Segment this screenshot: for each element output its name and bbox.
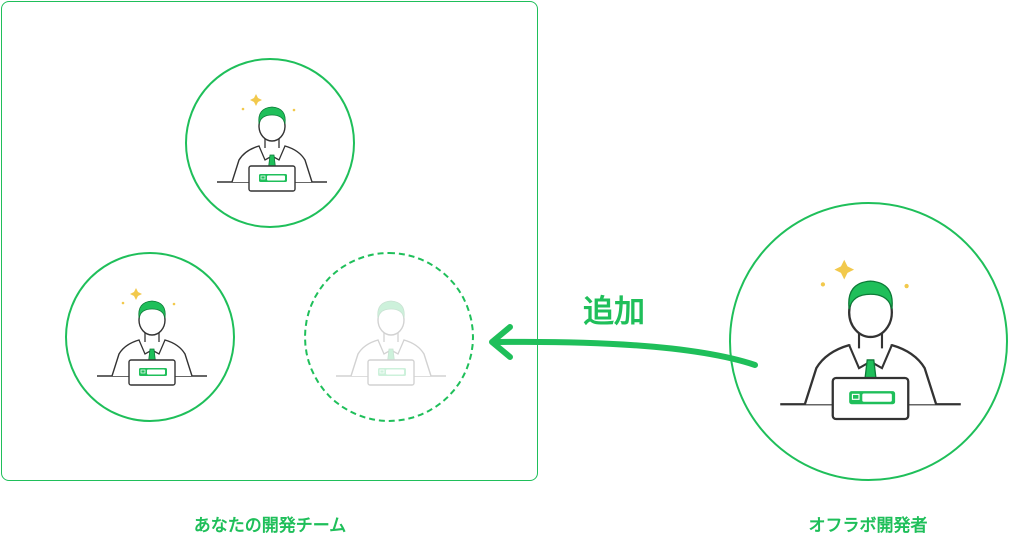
offlabo-developer-circle [729, 202, 1008, 481]
add-label: 追加 [583, 294, 645, 330]
developer-illustration [67, 254, 235, 422]
placeholder-developer-illustration [306, 254, 474, 422]
empty-member-slot [304, 252, 474, 422]
team-member-circle-left [65, 252, 235, 422]
developer-label: オフラボ開発者 [808, 516, 928, 536]
developer-illustration [187, 60, 355, 228]
team-member-circle-top [185, 58, 355, 228]
developer-illustration [731, 204, 1008, 481]
team-label: あなたの開発チーム [193, 516, 347, 536]
add-arrow [489, 324, 758, 368]
team-container [1, 1, 538, 481]
